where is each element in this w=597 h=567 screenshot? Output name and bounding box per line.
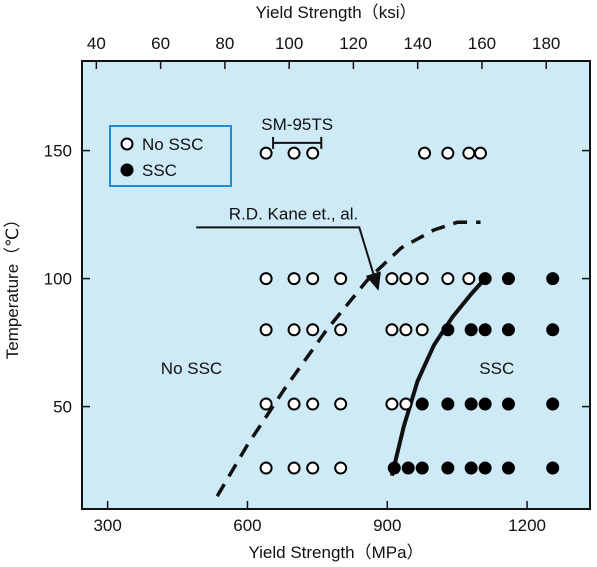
ssc-point (464, 397, 478, 411)
no-ssc-point (306, 272, 320, 286)
no-ssc-point (259, 146, 273, 160)
ssc-point (546, 397, 560, 411)
legend-ssc-marker (120, 163, 134, 177)
ssc-point (546, 461, 560, 475)
legend-no-ssc-marker (120, 137, 134, 151)
ssc-point (478, 461, 492, 475)
ssc-boundary-line (389, 277, 487, 477)
ssc-point (401, 461, 415, 475)
no-ssc-point (385, 323, 399, 337)
no-ssc-point (287, 272, 301, 286)
no-ssc-point (334, 397, 348, 411)
y-tick-label: 150 (44, 142, 72, 161)
x2-tick-label: 40 (87, 34, 106, 53)
no-ssc-point (441, 272, 455, 286)
ssc-point (387, 461, 401, 475)
no-ssc-point (385, 272, 399, 286)
ssc-point (464, 461, 478, 475)
legend: No SSC SSC (109, 125, 232, 187)
ssc-point (464, 323, 478, 337)
no-ssc-point (287, 397, 301, 411)
ssc-point (501, 461, 515, 475)
x2-tick-label: 80 (215, 34, 234, 53)
no-ssc-point (385, 397, 399, 411)
no-ssc-point (462, 272, 476, 286)
x2-tick-label: 60 (151, 34, 170, 53)
ssc-point (441, 397, 455, 411)
axes: 300 600 900 1200 40 60 80 100 120 140 160 180 50 100 1… (3, 3, 590, 562)
no-ssc-point (306, 146, 320, 160)
no-ssc-point (334, 323, 348, 337)
x2-axis-title: Yield Strength（ksi） (256, 3, 417, 22)
y-tick-label: 100 (44, 270, 72, 289)
no-ssc-point (306, 461, 320, 475)
no-ssc-point (415, 323, 429, 337)
x-tick-label: 600 (233, 516, 261, 535)
x2-tick-label: 120 (339, 34, 367, 53)
x2-tick-label: 140 (403, 34, 431, 53)
no-ssc-point (306, 397, 320, 411)
no-ssc-point (306, 323, 320, 337)
ssc-point (415, 397, 429, 411)
no-ssc-point (259, 461, 273, 475)
ssc-point (501, 323, 515, 337)
ssc-region-label: SSC (479, 359, 514, 378)
legend-no-ssc-label: No SSC (142, 135, 203, 154)
x2-tick-label: 160 (468, 34, 496, 53)
ssc-point (478, 323, 492, 337)
x2-tick-label: 180 (532, 34, 560, 53)
legend-ssc-label: SSC (142, 161, 177, 180)
ssc-point (415, 461, 429, 475)
no-ssc-point (259, 272, 273, 286)
no-ssc-point (415, 272, 429, 286)
x-tick-label: 300 (93, 516, 121, 535)
no-ssc-point (334, 461, 348, 475)
ssc-point (546, 272, 560, 286)
no-ssc-point (287, 146, 301, 160)
kane-arrow (196, 226, 381, 291)
markers (259, 146, 560, 475)
x-tick-label: 1200 (508, 516, 546, 535)
sm95ts-label: SM-95TS (261, 115, 333, 134)
no-ssc-point (441, 146, 455, 160)
no-ssc-point (259, 323, 273, 337)
ssc-point (501, 397, 515, 411)
ssc-point (441, 461, 455, 475)
no-ssc-point (473, 146, 487, 160)
ssc-point (546, 323, 560, 337)
legend-box (109, 125, 232, 187)
no-ssc-point (418, 146, 432, 160)
ssc-point (478, 272, 492, 286)
x2-tick-label: 100 (275, 34, 303, 53)
no-ssc-point (259, 397, 273, 411)
no-ssc-point (287, 461, 301, 475)
annotations: SM-95TS R.D. Kane et., al. No SSC SSC (161, 115, 514, 378)
y-tick-label: 50 (53, 398, 72, 417)
no-ssc-point (334, 272, 348, 286)
ssc-point (501, 272, 515, 286)
no-ssc-point (462, 146, 476, 160)
no-ssc-point (399, 323, 413, 337)
ssc-point (478, 397, 492, 411)
no-ssc-point (287, 323, 301, 337)
y-axis-title: Temperature（℃） (3, 211, 22, 360)
no-ssc-point (399, 272, 413, 286)
no-ssc-region-label: No SSC (161, 359, 222, 378)
ssc-point (441, 323, 455, 337)
x-axis-title: Yield Strength（MPa） (248, 543, 423, 562)
kane-label: R.D. Kane et., al. (229, 204, 358, 223)
no-ssc-point (399, 397, 413, 411)
x-tick-label: 900 (373, 516, 401, 535)
